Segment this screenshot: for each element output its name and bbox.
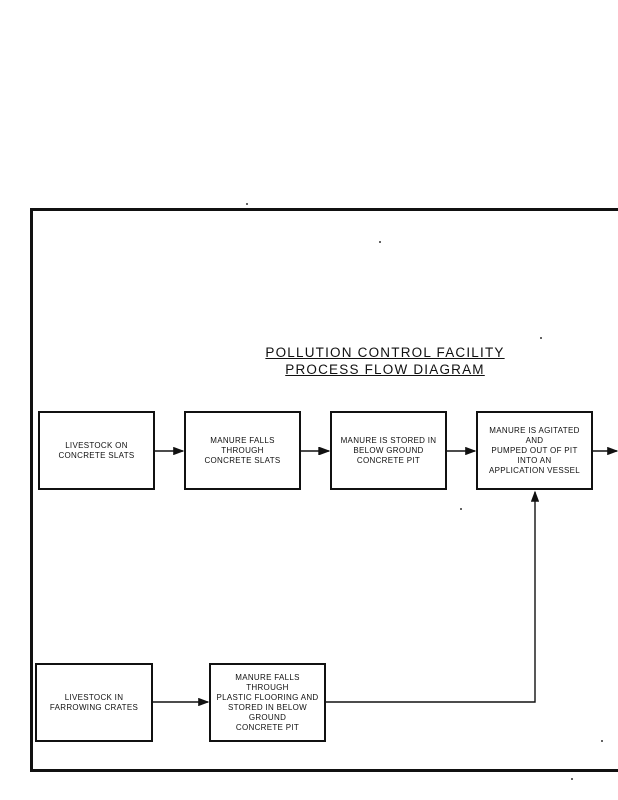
box-livestock-concrete-slats: LIVESTOCK ON CONCRETE SLATS	[38, 411, 155, 490]
scan-speck	[379, 241, 381, 243]
box-manure-agitated-pumped-label: MANURE IS AGITATED AND PUMPED OUT OF PIT…	[488, 425, 581, 475]
box-manure-falls-plastic-flooring-label: MANURE FALLS THROUGH PLASTIC FLOORING AN…	[216, 672, 319, 732]
box-manure-stored-pit: MANURE IS STORED IN BELOW GROUND CONCRET…	[330, 411, 447, 490]
box-manure-falls-concrete-slats-label: MANURE FALLS THROUGH CONCRETE SLATS	[204, 435, 281, 465]
diagram-title-line-1: POLLUTION CONTROL FACILITY	[265, 345, 505, 360]
box-livestock-farrowing-crates-label: LIVESTOCK IN FARROWING CRATES	[49, 692, 139, 712]
diagram-frame	[30, 208, 618, 772]
scan-speck	[601, 740, 603, 742]
diagram-title-line-2: PROCESS FLOW DIAGRAM	[285, 362, 485, 377]
box-manure-falls-concrete-slats: MANURE FALLS THROUGH CONCRETE SLATS	[184, 411, 301, 490]
scan-speck	[571, 778, 573, 780]
scan-speck	[460, 508, 462, 510]
scan-speck	[246, 203, 248, 205]
arrow-plastic-to-agitated	[326, 490, 540, 703]
box-manure-falls-plastic-flooring: MANURE FALLS THROUGH PLASTIC FLOORING AN…	[209, 663, 326, 742]
box-livestock-farrowing-crates: LIVESTOCK IN FARROWING CRATES	[35, 663, 153, 742]
scan-speck	[540, 337, 542, 339]
box-livestock-concrete-slats-label: LIVESTOCK ON CONCRETE SLATS	[58, 440, 135, 460]
box-manure-stored-pit-label: MANURE IS STORED IN BELOW GROUND CONCRET…	[340, 435, 437, 465]
box-manure-agitated-pumped: MANURE IS AGITATED AND PUMPED OUT OF PIT…	[476, 411, 593, 490]
